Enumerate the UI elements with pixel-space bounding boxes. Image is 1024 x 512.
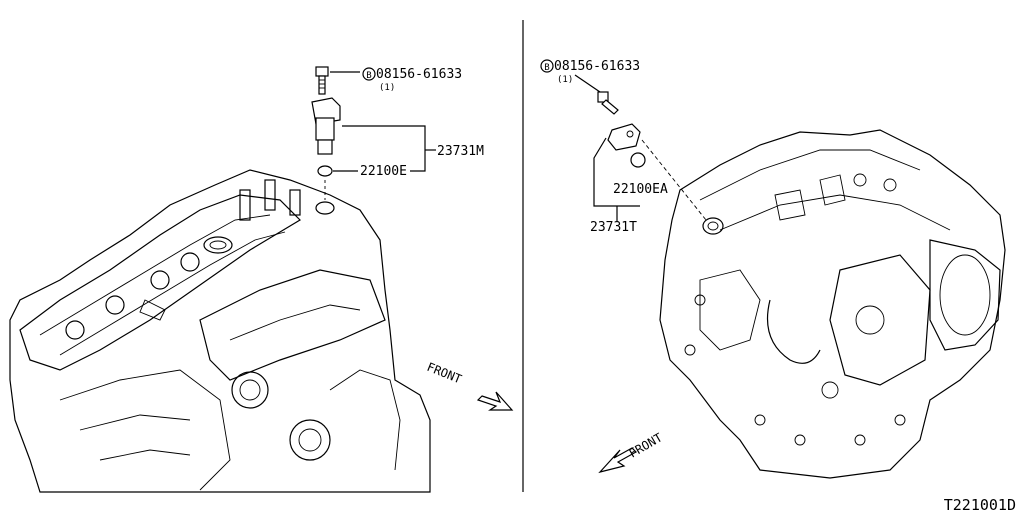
front-arrow-left: FRONT <box>425 360 514 411</box>
oring-right <box>630 152 646 168</box>
camshaft-sensor-left <box>311 66 436 200</box>
circled-b-letter-right: B <box>544 63 549 73</box>
bolt-part-number-right: 08156-61633 <box>554 59 640 74</box>
speed-sensor-right <box>574 74 707 222</box>
circled-b-right <box>540 59 554 73</box>
bolt-head-left <box>315 66 329 77</box>
circled-b-left <box>362 67 376 81</box>
circled-b-letter-left: B <box>366 71 371 81</box>
transmission-illustration <box>659 129 1006 479</box>
bolt-quantity-right: (1) <box>557 75 573 85</box>
bolt-head-right <box>597 91 609 103</box>
figure-code: T221001D <box>944 496 1016 512</box>
oring-left <box>317 165 333 177</box>
bolt-quantity-left: (1) <box>379 83 395 93</box>
engine-illustration <box>9 169 431 493</box>
front-arrow-right: FRONT <box>598 430 665 474</box>
bolt-part-number-left: 08156-61633 <box>376 67 462 82</box>
oring-part-number-left: 22100E <box>360 164 407 179</box>
front-label-right: FRONT <box>627 430 665 460</box>
bolt-shank-left <box>318 75 326 95</box>
sensor-part-number-left: 23731M <box>437 144 484 159</box>
oring-part-number-right: 22100EA <box>613 182 668 197</box>
sensor-part-number-right: 23731T <box>590 220 637 235</box>
front-label-left: FRONT <box>425 360 464 387</box>
